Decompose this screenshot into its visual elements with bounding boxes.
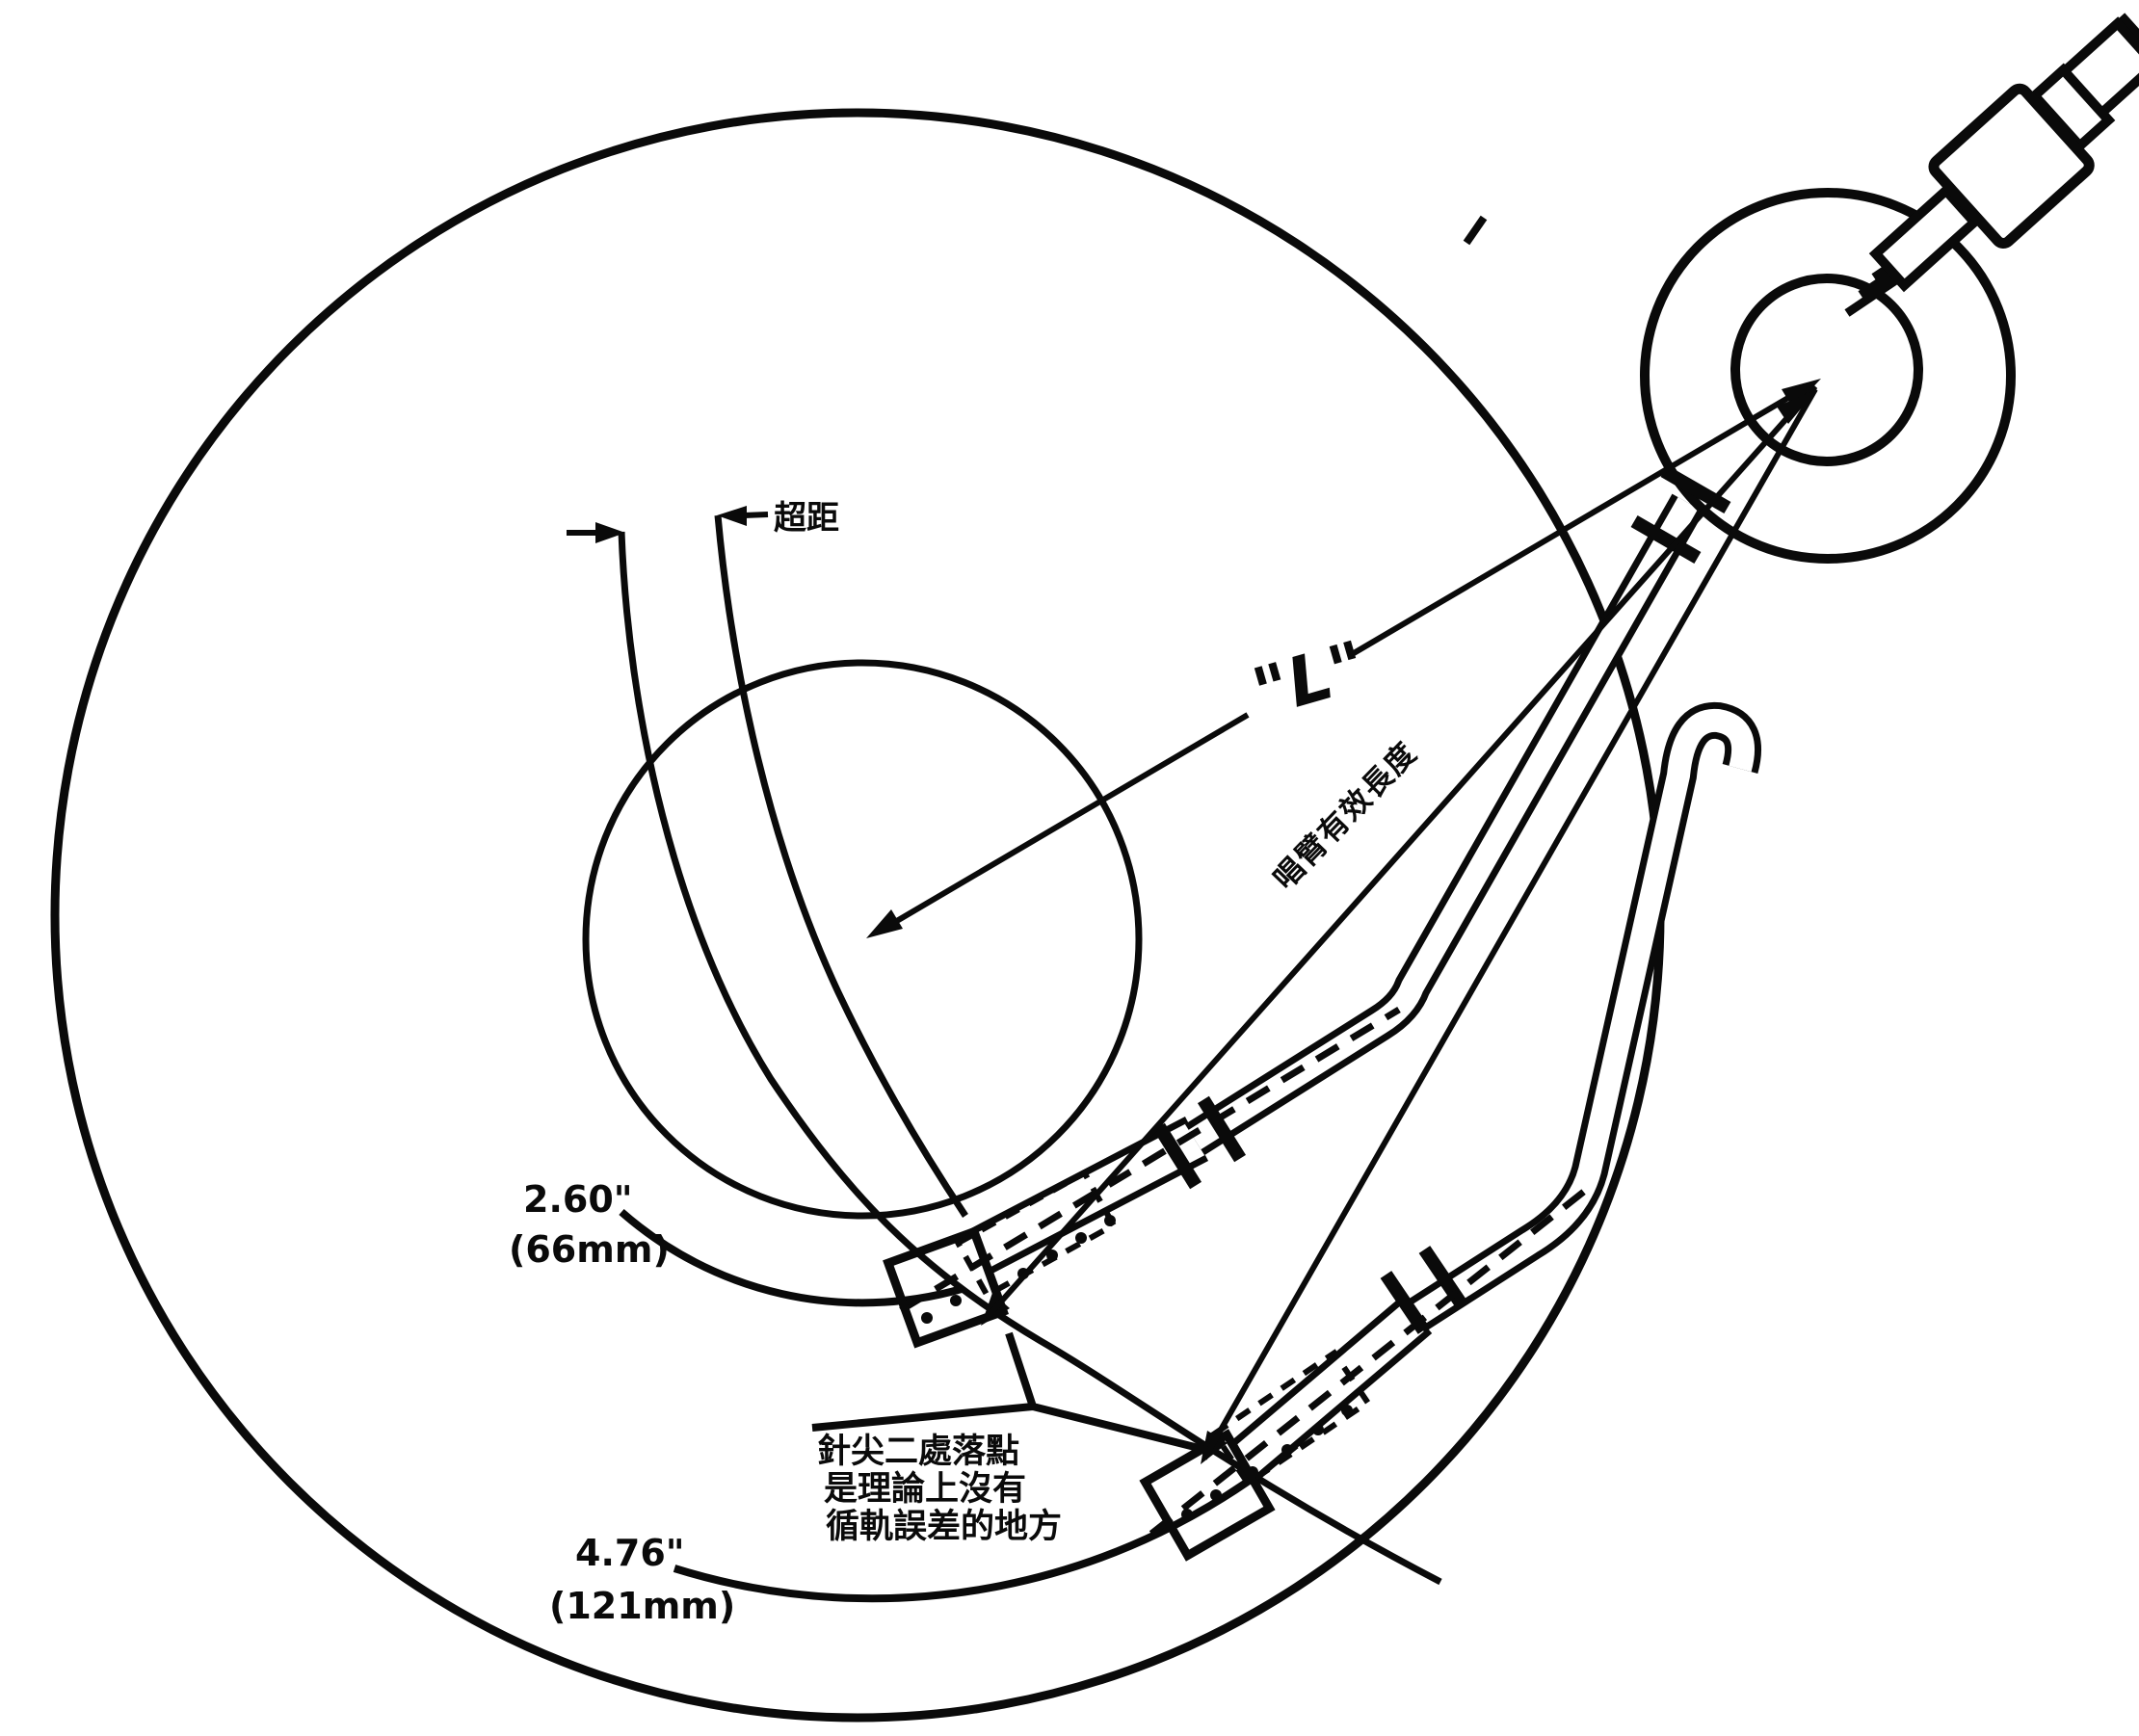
upper-arm-collar-bar [1152,1122,1202,1190]
lower-arm-tube-core [1408,708,1756,1328]
lower-stylus-dots [1181,1405,1353,1520]
pivot-arrowhead2-icon [1777,389,1817,424]
overhang-arrow-left-head-icon [595,522,625,543]
lower-arm-tube [1404,701,1762,1332]
record-label-circle [582,659,1143,1220]
overhang-arrow-right-head-icon [717,506,747,526]
outer-null-radius-arc [673,1441,1299,1603]
note-line3: 循軌誤差的地方 [826,1508,1062,1546]
effective-length-symbol: "L" [1245,625,1376,732]
pivot-bearing-inner-circle [1730,274,1923,466]
overhang-dimension: 超距 [567,499,839,543]
lower-arm-tube-outer-core [1231,1302,1428,1476]
pivot-to-spindle-line-seg1 [877,712,1250,934]
counterweight-assembly [1844,13,2139,317]
overhang-arrow-right-shaft [743,512,769,518]
lower-arm-axis-dashline [1149,1184,1593,1537]
note-leader-fork [811,1331,1211,1455]
note-line2: 是理論上沒有 [824,1469,1026,1509]
spindle-arrowhead-icon [866,909,903,938]
pivot-collar-bar [1630,514,1702,565]
outer-null-radius-mm: (121mm) [549,1585,735,1627]
upper-cartridge-body [883,1225,1009,1349]
counterweight-main-weight [1928,83,2095,249]
scan-stray-tick [1463,215,1488,246]
upper-arm-collar-bar [1197,1095,1247,1163]
upper-arm-axis-dashline [899,1007,1401,1313]
inner-null-radius-mm: (66mm) [509,1228,670,1271]
effective-length-lines [866,379,1821,1460]
inner-null-radius-arc [619,1208,964,1307]
effective-length-line-lower [1202,387,1818,1460]
effective-length-label: 唱臂有效長度 [1267,735,1424,896]
spindle-overhang-arc [714,514,968,1218]
inner-null-radius-inches: 2.60" [523,1178,633,1221]
lower-cartridge-dashed-outline [1210,1349,1372,1487]
effective-length-line-upper [984,384,1818,1320]
upper-arm-tube-core [1188,497,1699,1150]
overhang-label: 超距 [774,499,839,538]
lower-arm-collar-bar [1380,1271,1430,1334]
pivot-to-spindle-line-seg2 [1352,382,1811,656]
note-line1: 針尖二處落點 [817,1433,1019,1471]
outer-null-radius-inches: 4.76" [575,1532,685,1574]
tonearm-lower [1139,701,1762,1562]
tonearm-upper [883,493,1704,1349]
